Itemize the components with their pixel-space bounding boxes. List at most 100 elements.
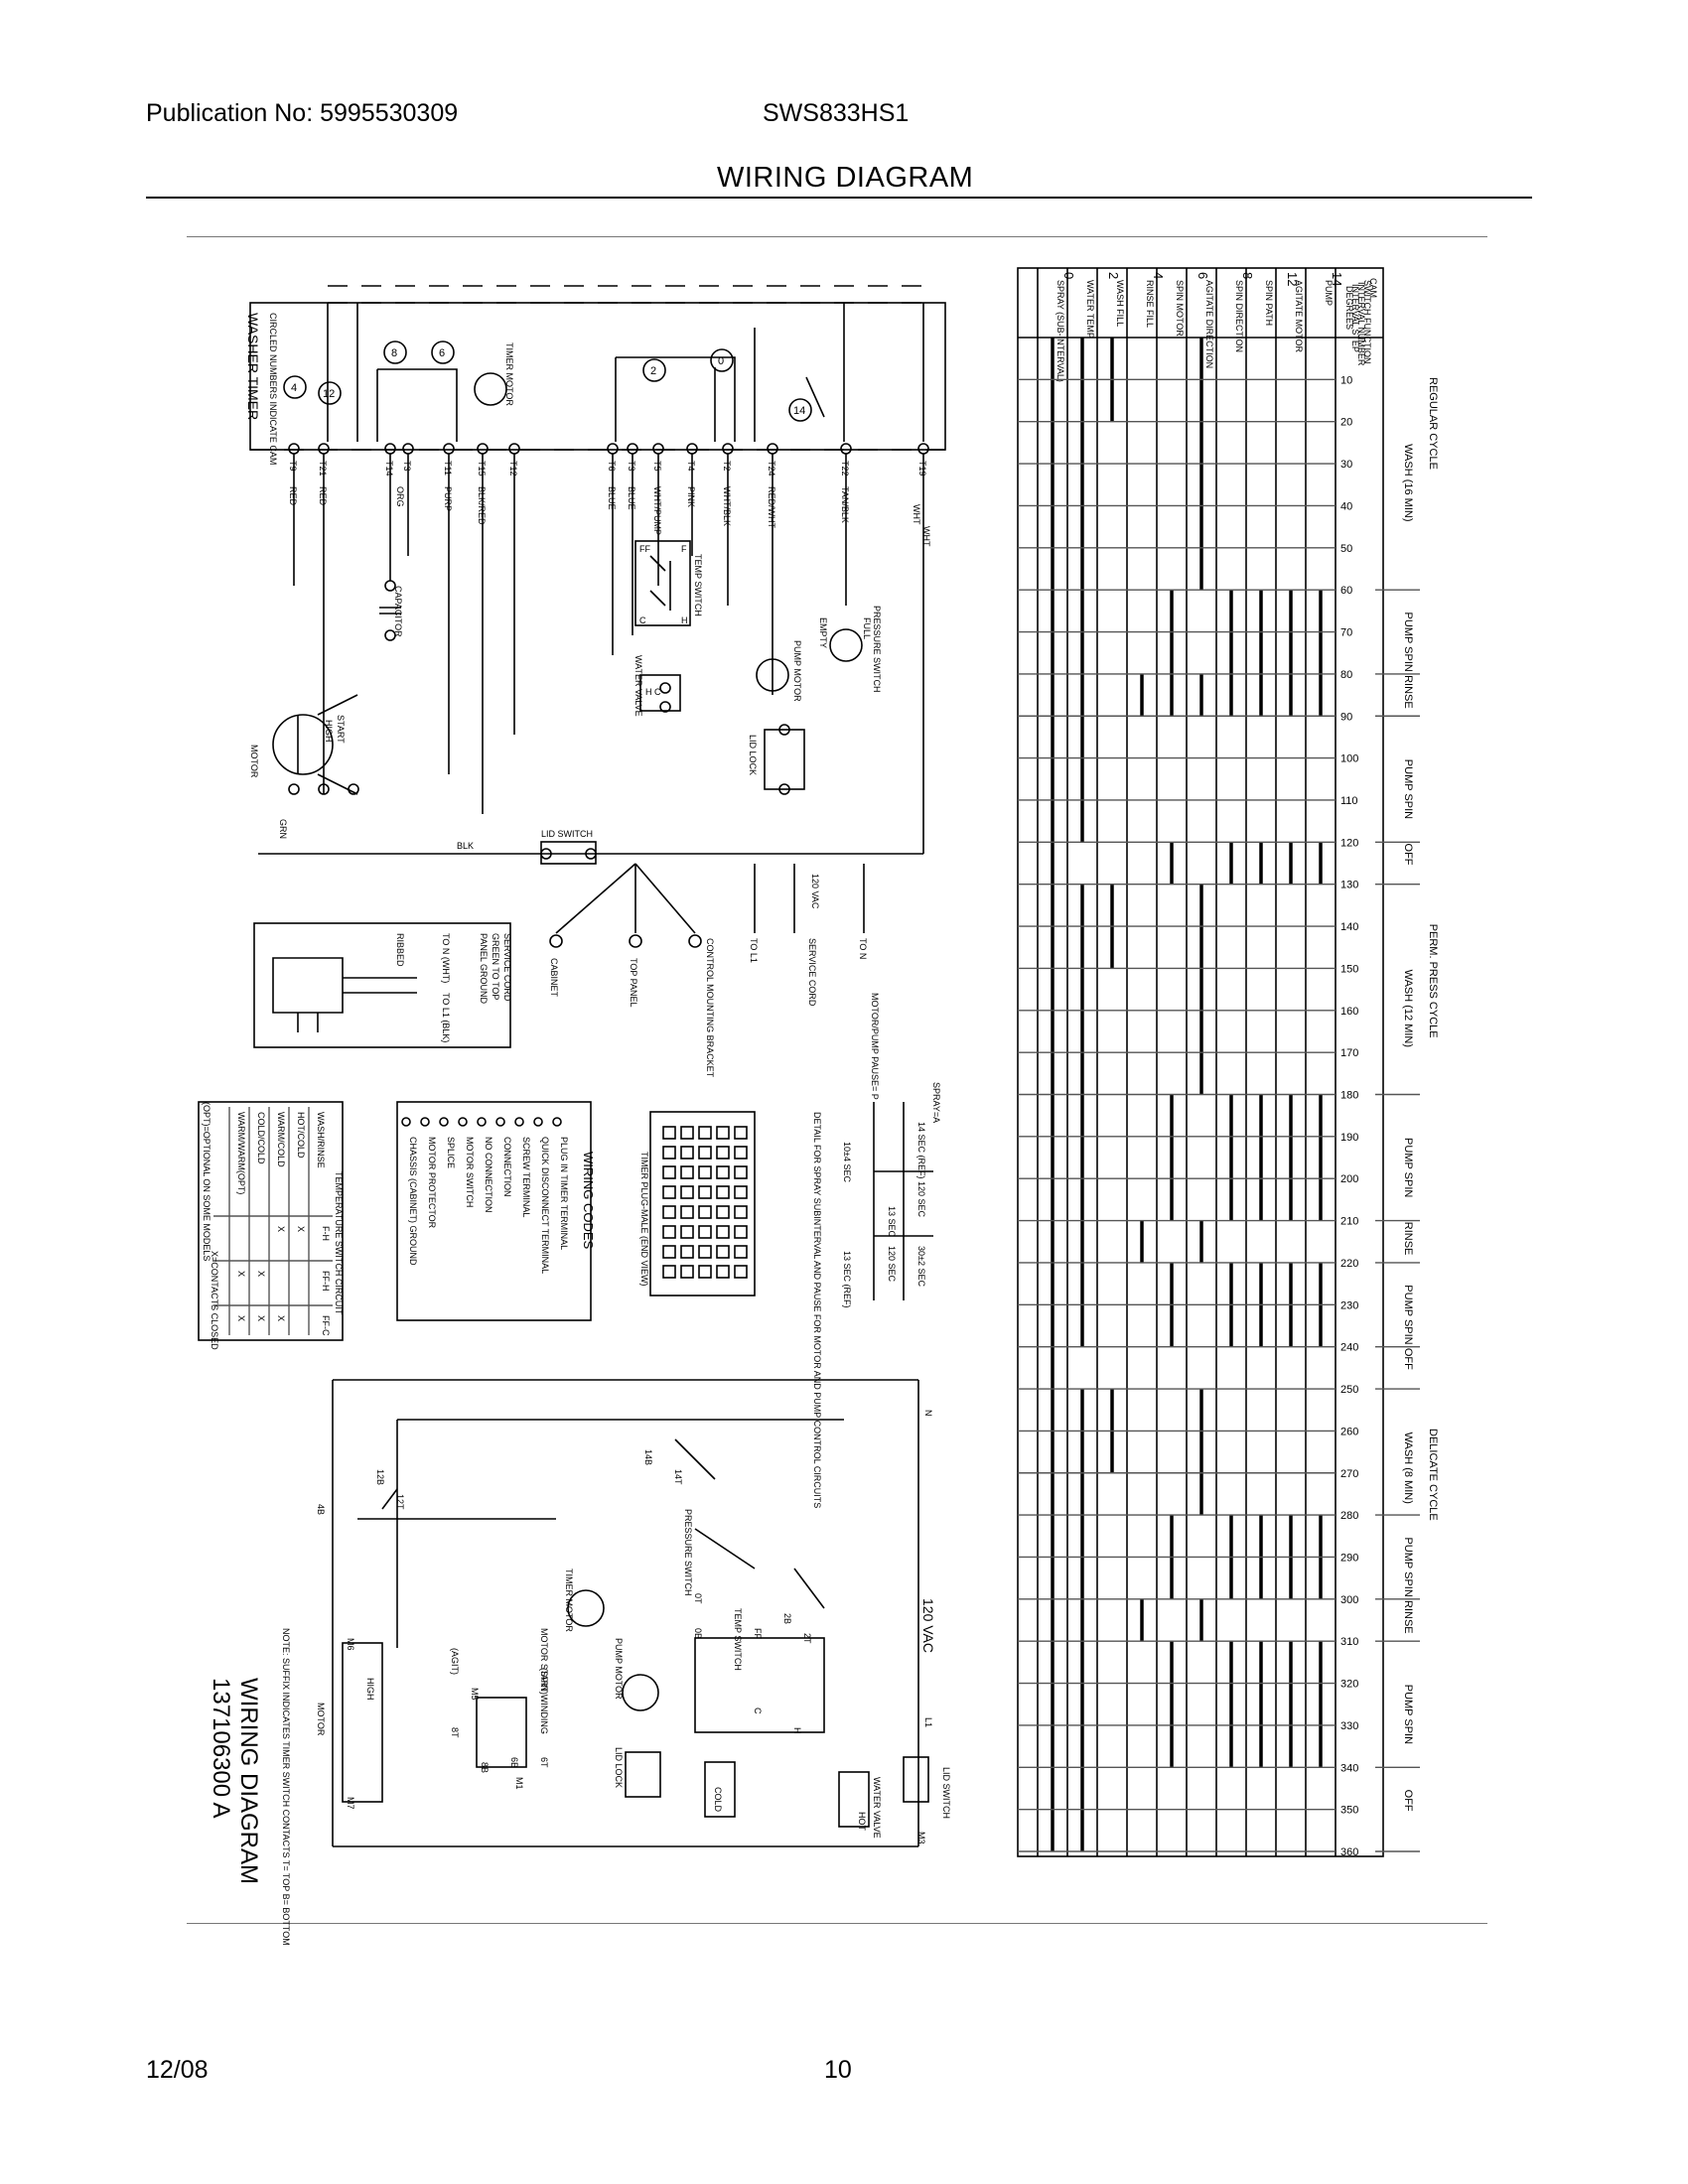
chart-header-1: SWITCH FUNCTION bbox=[1362, 280, 1372, 364]
timer-motor-symbol bbox=[474, 372, 507, 406]
cam-0 bbox=[710, 348, 734, 372]
temp-ff: FF bbox=[639, 544, 650, 554]
water-valve: H C WATER VALVE bbox=[633, 655, 681, 717]
plug-pin bbox=[680, 1225, 694, 1239]
cord-box-ribbed: RIBBED bbox=[395, 933, 405, 967]
cord-box-title: SERVICE CORD bbox=[502, 933, 512, 1002]
temp-mark-2-2: X bbox=[276, 1315, 286, 1321]
wire-red-2: RED bbox=[318, 486, 328, 506]
degree-150: 150 bbox=[1340, 963, 1358, 975]
plug-pin bbox=[716, 1185, 730, 1199]
chart-header-2: INTERVAL NUMBER bbox=[1356, 282, 1366, 366]
chart-cam-12: 12 bbox=[1285, 272, 1300, 286]
wire-red-wht: RED/WHT bbox=[767, 486, 776, 528]
wiring-code-0: PLUG IN TIMER TERMINAL bbox=[559, 1137, 569, 1250]
plug-pin bbox=[680, 1146, 694, 1160]
ladder-label-6: COLD bbox=[713, 1787, 723, 1813]
temp-c: C bbox=[639, 615, 646, 625]
ladder-title: WIRING DIAGRAM bbox=[235, 1678, 262, 1884]
segment-9: OFF bbox=[1402, 1348, 1414, 1370]
temp-col-2: FF-C bbox=[321, 1315, 331, 1336]
ground-top-panel: TOP PANEL bbox=[629, 958, 638, 1008]
page-number: 10 bbox=[824, 2056, 852, 2084]
chart-header-4: DEGREES bbox=[1344, 286, 1354, 330]
segment-3: PUMP SPIN bbox=[1402, 759, 1414, 819]
plug-pin bbox=[662, 1126, 676, 1140]
ladder-label-9: C bbox=[753, 1707, 763, 1714]
degree-40: 40 bbox=[1340, 500, 1352, 512]
degree-50: 50 bbox=[1340, 543, 1352, 555]
wiring-code-2: SCREW TERMINAL bbox=[521, 1137, 531, 1217]
washer-timer-box bbox=[249, 302, 946, 451]
plug-pin bbox=[662, 1185, 676, 1199]
degree-320: 320 bbox=[1340, 1679, 1358, 1691]
degree-160: 160 bbox=[1340, 1006, 1358, 1018]
service-cord-box: SERVICE CORD GREEN TO TOP PANEL GROUND T… bbox=[253, 922, 512, 1048]
chart-header-3: INTERVAL STEP bbox=[1350, 284, 1360, 352]
segment-4: OFF bbox=[1402, 844, 1414, 866]
plug-pin bbox=[662, 1245, 676, 1259]
cycle-10: DELICATE CYCLE bbox=[1427, 1429, 1439, 1521]
ladder-label-32: (AGIT) bbox=[450, 1648, 460, 1675]
segment-2: RINSE bbox=[1402, 675, 1414, 709]
wire-blk-label: BLK bbox=[457, 841, 474, 851]
ladder-label-1: L1 bbox=[923, 1717, 933, 1727]
ladder-label-28: 6T bbox=[539, 1757, 549, 1768]
degree-30: 30 bbox=[1340, 459, 1352, 471]
capacitor: CAPACITOR bbox=[379, 580, 403, 641]
cam-note: CIRCLED NUMBERS INDICATE CAM bbox=[268, 313, 278, 465]
plug-pin bbox=[662, 1225, 676, 1239]
degree-230: 230 bbox=[1340, 1299, 1358, 1311]
footer-date: 12/08 bbox=[146, 2056, 209, 2084]
plug-pin bbox=[716, 1245, 730, 1259]
water-valve-label: WATER VALVE bbox=[633, 655, 643, 717]
time-13sec: 13 SEC bbox=[887, 1206, 897, 1238]
ladder-label-25: M5 bbox=[470, 1688, 480, 1701]
cam-6-label: 6 bbox=[439, 347, 445, 359]
wiring-code-8: CHASSIS (CABINET) GROUND bbox=[408, 1137, 418, 1266]
degree-250: 250 bbox=[1340, 1384, 1358, 1396]
degree-190: 190 bbox=[1340, 1132, 1358, 1144]
wire-org: ORG bbox=[395, 486, 405, 507]
timer-plug-detail: DETAIL FOR SPRAY SUBINTERVAL AND PAUSE F… bbox=[812, 1112, 822, 1508]
cam-14-label: 14 bbox=[793, 405, 805, 417]
time-13ref: 13 SEC (REF) bbox=[842, 1251, 852, 1308]
plug-pin bbox=[698, 1126, 712, 1140]
ladder-label-8: FF bbox=[753, 1628, 763, 1639]
ladder-label-34: M6 bbox=[346, 1638, 355, 1651]
water-valve-hc: H C bbox=[645, 687, 661, 697]
terminal-t12: T12 bbox=[508, 461, 518, 477]
terminal-t6: T6 bbox=[607, 461, 617, 472]
service-cord: SERVICE CORD bbox=[807, 938, 817, 1007]
spray-label: SPRAY=A bbox=[931, 1082, 941, 1123]
chart-cam-6: 6 bbox=[1196, 272, 1210, 279]
ladder-label-20: 4B bbox=[316, 1504, 326, 1515]
cord-box-line1: GREEN TO TOP bbox=[491, 933, 500, 1000]
chart-row-label-2: SPIN PATH bbox=[1264, 280, 1274, 326]
temp-switch: TEMP SWITCH FF F C H bbox=[634, 540, 703, 626]
temp-row-1: HOT/COLD bbox=[296, 1112, 306, 1159]
wire-blk-red: BLK/RED bbox=[477, 486, 487, 525]
wire-blue-2: BLUE bbox=[627, 486, 636, 510]
terminal-t22: T22 bbox=[840, 461, 850, 477]
temp-switch-label: TEMP SWITCH bbox=[693, 554, 703, 616]
ladder-label-0: N bbox=[923, 1410, 933, 1417]
motor-label: MOTOR bbox=[249, 745, 259, 778]
segment-10: WASH (8 MIN) bbox=[1402, 1433, 1414, 1504]
temp-table-grid: WASH/RINSEHOT/COLDXWARM/COLDXXCOLD/COLDX… bbox=[213, 1107, 333, 1336]
plug-pin bbox=[734, 1205, 748, 1219]
degree-20: 20 bbox=[1340, 417, 1352, 429]
chart-row-label-9: SPRAY (SUB-INTERVAL) bbox=[1055, 280, 1065, 382]
model-number: SWS833HS1 bbox=[763, 99, 910, 127]
ladder-label-33: HIGH bbox=[365, 1678, 375, 1701]
segment-11: PUMP SPIN bbox=[1402, 1537, 1414, 1596]
degree-270: 270 bbox=[1340, 1468, 1358, 1480]
cam-4-label: 4 bbox=[291, 382, 297, 394]
chart-row-label-1: AGITATE MOTOR bbox=[1294, 280, 1304, 353]
terminal-t19: T19 bbox=[917, 461, 927, 477]
chart-row-label-3: SPIN DIRECTION bbox=[1234, 280, 1244, 352]
wire-wht-2: WHT bbox=[921, 526, 931, 547]
chart-row-label-8: WATER TEMP bbox=[1085, 280, 1095, 339]
